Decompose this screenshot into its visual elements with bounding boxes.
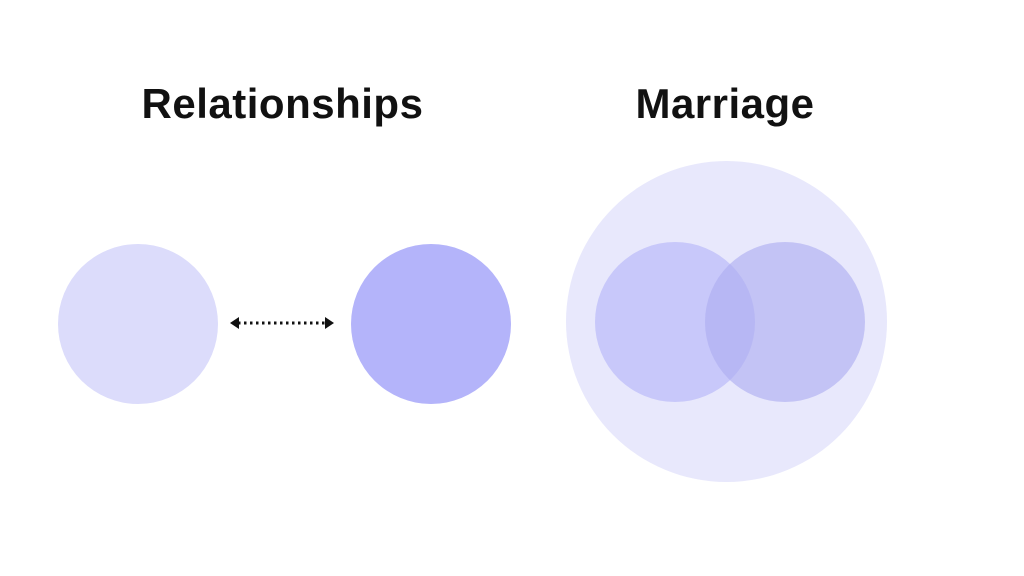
marriage-title: Marriage: [635, 80, 815, 127]
marriage-partner-b-circle: [705, 242, 865, 402]
relationships-title: Relationships: [141, 80, 424, 127]
partner-a-circle: [58, 244, 218, 404]
partner-b-circle: [351, 244, 511, 404]
